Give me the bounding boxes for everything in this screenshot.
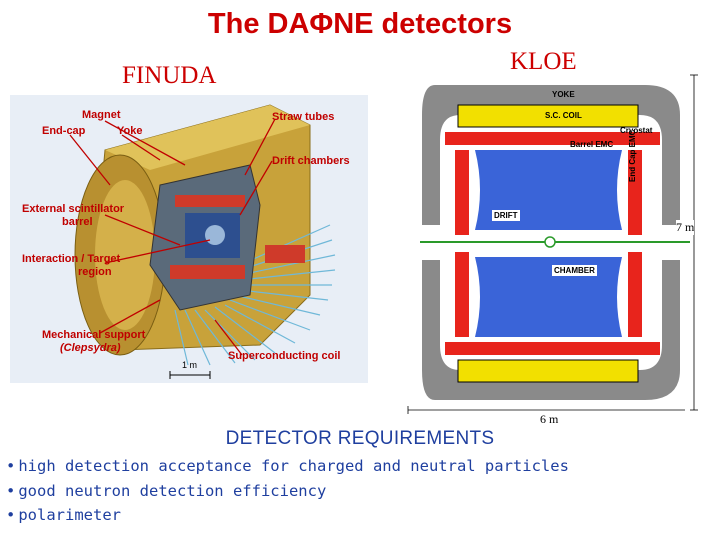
kloe-label-sc-coil: S.C. COIL [545,111,582,120]
page-title: The DAΦNE detectors [207,8,513,40]
kloe-width-label: 6 m [540,412,559,426]
requirements-list: •high detection acceptance for charged a… [6,454,569,528]
label-straw-tubes: Straw tubes [272,111,335,123]
kloe-heading: KLOE [510,48,577,75]
requirements-heading: DETECTOR REQUIREMENTS [225,428,495,449]
kloe-label-end-cap-emc: End Cap EMC [628,129,637,182]
finuda-heading: FINUDA [122,62,217,89]
kloe-label-chamber: CHAMBER [552,265,597,276]
label-interaction-region: Interaction / Target region [22,253,121,278]
kloe-drawing [407,74,698,414]
label-yoke: Yoke [117,125,143,137]
kloe-height-label: 7 m [676,220,695,235]
label-mechanical-support: Mechanical support (Clepsydra) [42,329,146,354]
kloe-label-barrel-emc: Barrel EMC [570,140,614,149]
finuda-drawing [69,104,336,379]
list-item: •good neutron detection efficiency [6,481,327,500]
list-item: •polarimeter [6,506,121,524]
label-external-scintillator: External scintillator barrel [22,203,125,228]
label-end-cap: End-cap [42,125,86,137]
finuda-diagram: Magnet End-cap Yoke Straw tubes Drift ch… [10,95,368,383]
kloe-label-drift: DRIFT [492,210,520,221]
scale-label: 1 m [182,360,198,370]
label-superconducting-coil: Superconducting coil [228,350,341,362]
label-magnet: Magnet [82,109,121,121]
list-item: •high detection acceptance for charged a… [6,457,569,475]
kloe-label-cryostat: Cryostat [620,126,653,135]
kloe-diagram: YOKE S.C. COIL Cryostat Barrel EMC End C… [400,70,710,426]
kloe-label-yoke: YOKE [552,90,575,99]
label-drift-chambers: Drift chambers [272,155,350,167]
